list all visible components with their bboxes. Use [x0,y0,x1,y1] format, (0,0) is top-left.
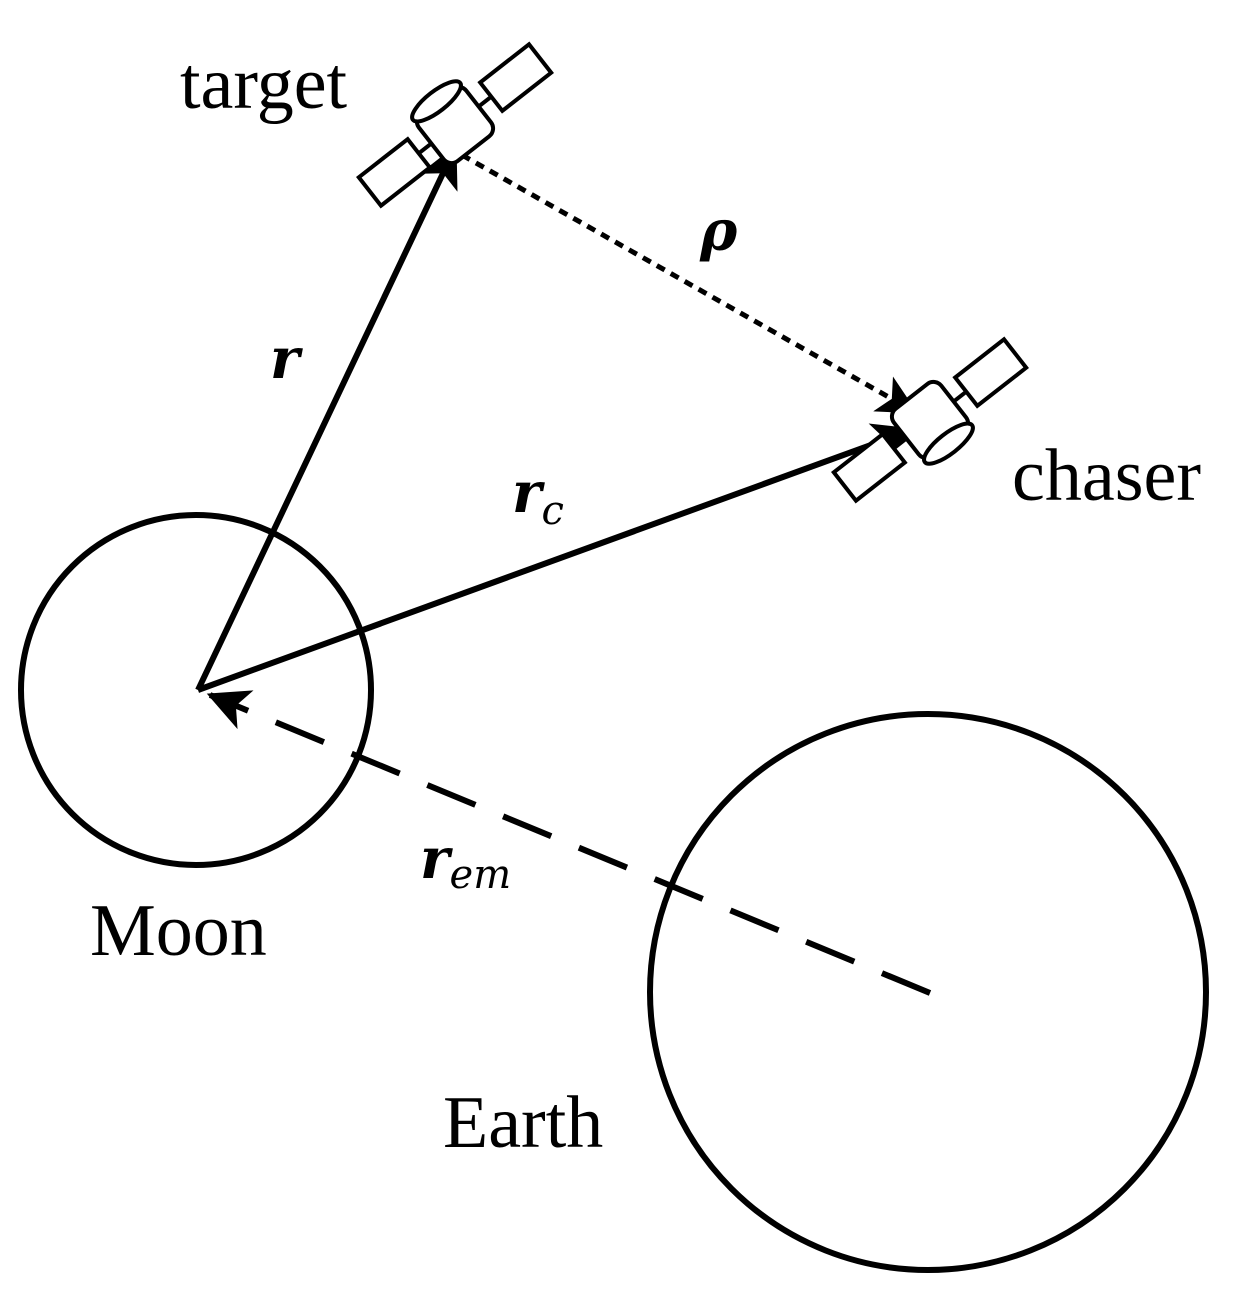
vector-rem-main: r [420,826,453,892]
vector-rho-label: ρ [699,198,738,264]
chaser-satellite-icon [831,336,1029,504]
chaser-label: chaser [1012,435,1201,517]
vector-rem-label: rem [420,826,511,898]
vector-rem-sub: em [450,852,512,898]
earth-circle [647,711,1209,1273]
target-label: target [180,43,348,125]
vector-r-label: r [270,326,303,392]
vector-rc-sub: c [542,488,564,534]
vector-rc-label: rc [512,460,564,534]
moon-circle [18,512,374,868]
vector-rc-main: r [512,460,545,526]
vector-rem-arrow [206,690,932,996]
vector-rho-arrow [460,152,918,415]
target-satellite-icon [356,41,554,209]
vector-r-arrow [195,144,458,692]
moon-label: Moon [90,890,267,972]
earth-label: Earth [443,1082,603,1164]
vector-rc-arrow [196,423,916,693]
